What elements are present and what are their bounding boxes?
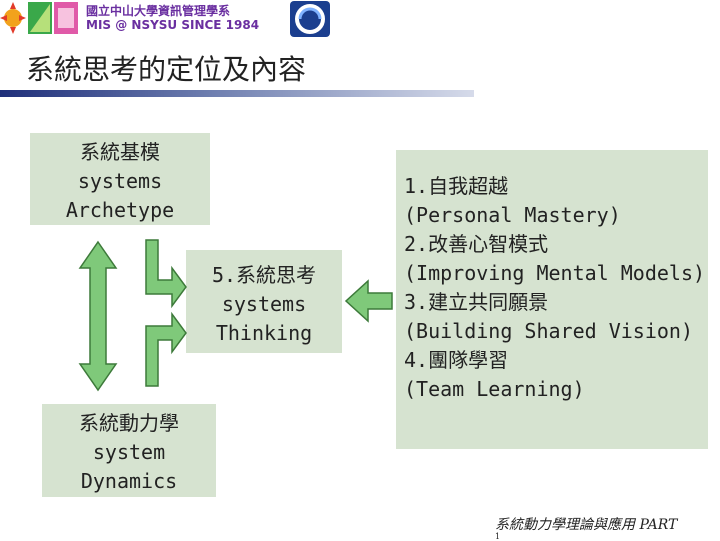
left-arrow (344, 279, 393, 323)
discipline-3-en: (Building Shared Vision) (404, 319, 693, 343)
title-underline (0, 90, 474, 97)
archetype-line-zh: 系統基模 (80, 140, 160, 164)
logo-line-1: 國立中山大學資訊管理學系 (86, 4, 231, 18)
logo-icons (0, 0, 78, 36)
dynamics-line-en1: system (92, 440, 166, 464)
archetype-line-en1: systems (77, 169, 163, 193)
discipline-4-zh: 4.團隊學習 (404, 348, 509, 372)
double-vertical-arrow (78, 240, 118, 392)
dynamics-line-en2: Dynamics (80, 469, 178, 493)
thinking-line-en2: Thinking (215, 321, 313, 345)
discipline-1-en: (Personal Mastery) (404, 203, 621, 227)
systems-archetype-box: 系統基模 systems Archetype (30, 133, 210, 225)
bent-arrow-top (145, 239, 187, 309)
thinking-line-zh: 5.系統思考 (211, 263, 317, 287)
page-title: 系統思考的定位及內容 (26, 53, 307, 86)
discipline-3-zh: 3.建立共同願景 (404, 290, 549, 314)
discipline-1-zh: 1.自我超越 (404, 174, 509, 198)
thinking-line-en1: systems (221, 292, 307, 316)
logo-line-2: MIS @ NSYSU SINCE 1984 (86, 18, 260, 32)
footer-page-number: 1 (495, 532, 501, 541)
discipline-2-en: (Improving Mental Models) (404, 261, 706, 285)
sun-icon (4, 9, 22, 27)
bent-arrow-bottom (145, 311, 187, 387)
discipline-4-en: (Team Learning) (404, 377, 585, 401)
systems-thinking-box: 5.系統思考 systems Thinking (186, 250, 342, 353)
five-disciplines-box: 1.自我超越 (Personal Mastery) 2.改善心智模式 (Impr… (396, 150, 708, 449)
discipline-2-zh: 2.改善心智模式 (404, 232, 549, 256)
university-emblem-icon (290, 1, 330, 37)
dynamics-line-zh: 系統動力學 (79, 411, 179, 435)
archetype-line-en2: Archetype (65, 198, 175, 222)
department-logo-text: 國立中山大學資訊管理學系 MIS @ NSYSU SINCE 1984 (86, 2, 286, 36)
system-dynamics-box: 系統動力學 system Dynamics (42, 404, 216, 497)
footer-course-label: 系統動力學理論與應用 PART (495, 517, 678, 533)
